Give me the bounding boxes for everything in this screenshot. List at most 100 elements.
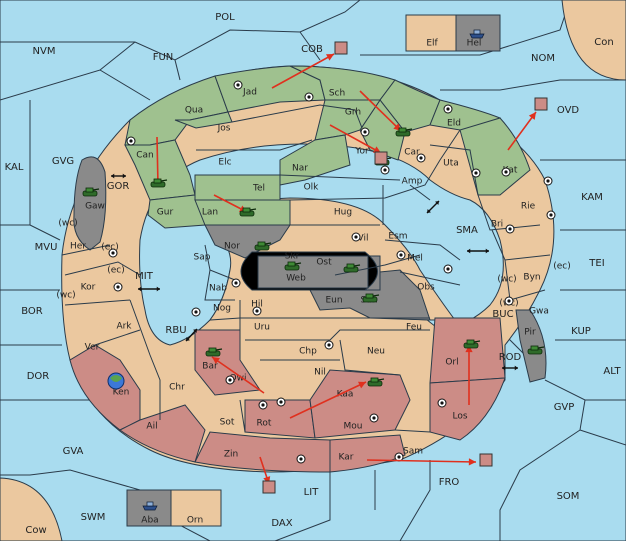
move-arrow (329, 124, 382, 154)
supply-center-icon (296, 454, 306, 464)
supply-center-icon (108, 248, 118, 258)
globe-icon (107, 372, 125, 390)
land-label-obs: Obs (417, 283, 435, 293)
sea-label-cow: Cow (25, 525, 46, 536)
tank-icon (463, 339, 481, 349)
land-label-elf: Elf (426, 39, 438, 49)
sea-label-kup: KUP (571, 326, 591, 337)
tank-icon (150, 178, 168, 188)
supply-center-icon (546, 210, 556, 220)
passage-arrow (467, 248, 489, 254)
land-label-lan: Lan (202, 208, 218, 218)
supply-center-icon (324, 340, 334, 350)
sea-label-ovd: OVD (557, 105, 580, 116)
supply-center-icon (416, 153, 426, 163)
land-label-sam: Sam (403, 447, 423, 457)
move-arrow (271, 53, 335, 89)
supply-center-icon (471, 168, 481, 178)
land-label-bri: Bri (491, 220, 503, 230)
move-arrow (465, 345, 473, 405)
land-label-ken: Ken (113, 388, 130, 398)
passage-arrow (426, 200, 440, 214)
sea-label-tei: TEI (588, 258, 604, 269)
supply-center-icon (360, 127, 370, 137)
land-label-jad: Jad (242, 88, 257, 98)
supply-center-icon (191, 307, 201, 317)
land-label-hug: Hug (334, 208, 352, 218)
sea-label-alt: ALT (603, 366, 621, 377)
sea-label-nvm: NVM (33, 46, 56, 57)
move-arrow (211, 356, 265, 394)
supply-centers (108, 80, 556, 464)
land-label-vil: Vil (358, 234, 369, 244)
land-label-ark: Ark (116, 322, 132, 332)
sea-label-buc: BUC (492, 309, 513, 320)
land-label-skr: Skr (285, 252, 300, 262)
land-label-kaa: Kaa (337, 390, 354, 400)
land-label-web: Web (286, 274, 306, 284)
land-elf (405, 14, 457, 52)
land-label-bar: Bar (202, 362, 218, 372)
land-label-los: Los (452, 412, 467, 422)
land-label-grh: Grh (345, 108, 361, 118)
land-label-olk: Olk (304, 183, 320, 193)
supply-center-icon (351, 232, 361, 242)
supply-center-icon (443, 264, 453, 274)
land-label-pir: Pir (524, 328, 536, 338)
sea-label-mit: MIT (135, 271, 154, 282)
supply-center-icon (126, 136, 136, 146)
land-label-orn: Orn (187, 516, 203, 526)
coast-tag: (ec) (101, 243, 119, 253)
sea-label-sma: SMA (456, 225, 478, 236)
land-label-gur: Gur (157, 208, 174, 218)
land-label-feu: Feu (406, 323, 422, 333)
ship-icon (334, 41, 348, 55)
land-label-tel: Tel (252, 184, 265, 194)
supply-center-icon (443, 104, 453, 114)
land-label-car: Car (404, 148, 420, 158)
red-power (69, 317, 506, 473)
tank-icon (343, 263, 361, 273)
supply-center-icon (501, 167, 511, 177)
land-label-ost: Ost (316, 258, 332, 268)
sea-label-gor: GOR (107, 181, 130, 192)
supply-center-icon (258, 400, 268, 410)
tank-icon (205, 347, 223, 357)
ship-icon (479, 453, 493, 467)
land-label-eld: Eld (447, 119, 461, 129)
land-label-kor: Kor (81, 283, 96, 293)
land-label-uru: Uru (254, 323, 270, 333)
supply-center-icon (543, 176, 553, 186)
sea-label-dor: DOR (27, 371, 50, 382)
tank-icon (527, 345, 545, 355)
coast-tag: (ec) (107, 266, 125, 276)
tank-icon (284, 261, 302, 271)
land-label-her: Her (70, 242, 86, 252)
move-arrow (507, 111, 537, 151)
land-label-mou: Mou (344, 422, 363, 432)
sea-label-cob: COB (301, 44, 323, 55)
passage-arrow (502, 365, 518, 371)
supply-center-icon (225, 375, 235, 385)
land-label-sch: Sch (329, 89, 345, 99)
sea-label-kam: KAM (581, 192, 603, 203)
land-label-can: Can (136, 151, 154, 161)
land-label-yor: Yor (354, 147, 369, 157)
move-arrow (289, 381, 367, 419)
sea-label-rod: ROD (499, 352, 522, 363)
supply-center-icon (505, 224, 515, 234)
sea-label-gvp: GVP (554, 402, 575, 413)
sea-label-rbu: RBU (165, 325, 186, 336)
land-label-elc: Elc (218, 158, 231, 168)
land-label-nil: Nil (314, 368, 326, 378)
passage-arrow (138, 286, 160, 292)
passages (111, 173, 518, 371)
coast-tag: (wc) (56, 291, 75, 301)
land-label-qwi: Qwi (230, 374, 247, 384)
sea-label-con: Con (594, 37, 613, 48)
land-label-byn: Byn (523, 273, 540, 283)
land-label-eun: Eun (325, 296, 342, 306)
tank-icon (254, 241, 272, 251)
green-power (124, 65, 531, 229)
land-label-amp: Amp (402, 177, 423, 187)
